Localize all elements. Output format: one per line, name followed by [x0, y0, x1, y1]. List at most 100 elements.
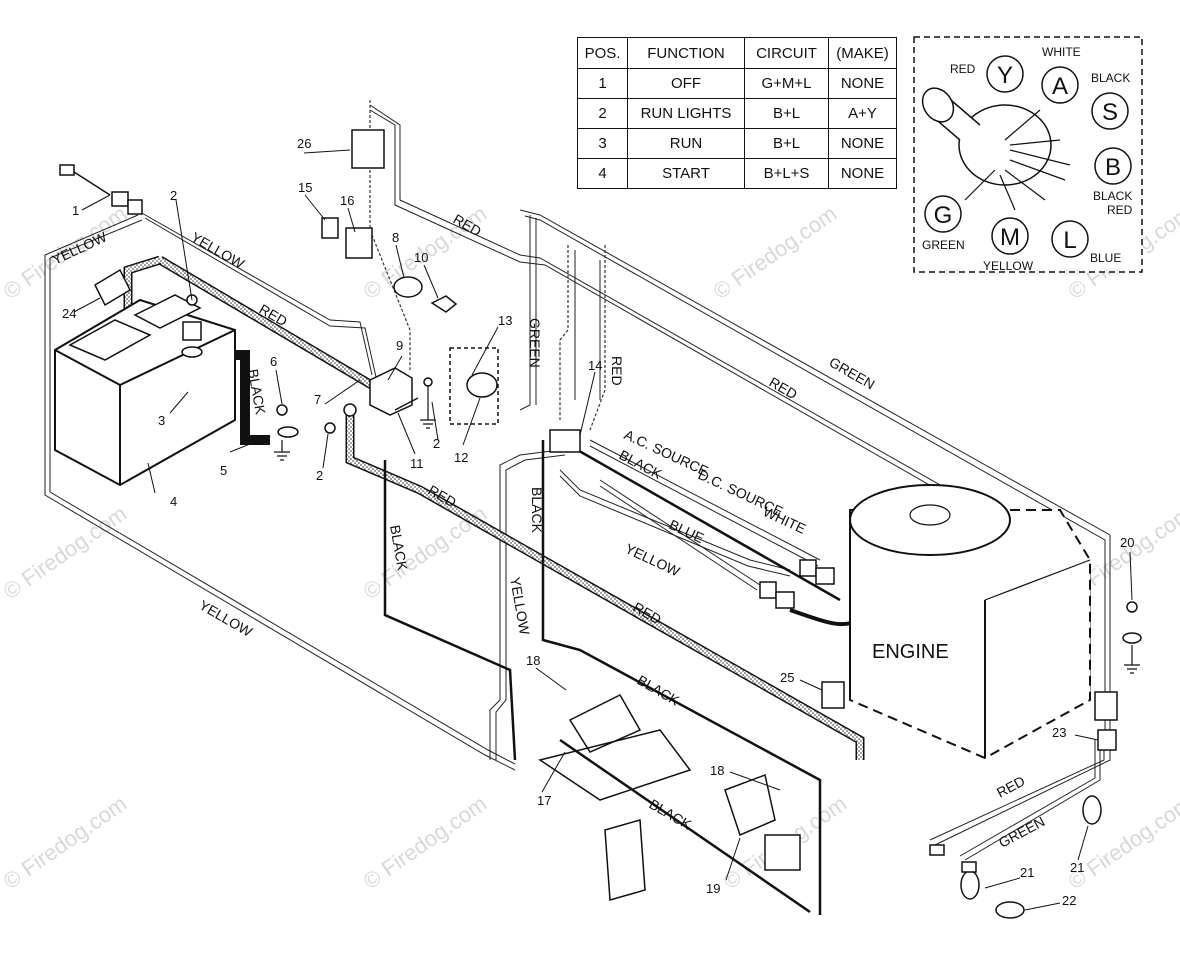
watermark: © Firedog.com: [709, 201, 842, 304]
table-cell: 3: [577, 128, 628, 159]
engine: ENGINE: [849, 484, 1091, 760]
ign-label-white: WHITE: [1042, 45, 1081, 59]
table-cell: 4: [577, 158, 628, 189]
terminal-G: G: [934, 202, 953, 229]
label-black: BLACK: [647, 796, 695, 833]
switch-19: [724, 773, 776, 837]
ign-label-green: GREEN: [922, 238, 965, 252]
table-row: 4 START B+L+S NONE: [577, 158, 897, 189]
bulb-22: [995, 901, 1025, 919]
label-red: RED: [767, 374, 801, 403]
label-red: RED: [609, 356, 625, 386]
callout-3: 3: [158, 413, 165, 428]
table-cell: 1: [577, 68, 628, 99]
callout-21b: 21: [1020, 865, 1034, 880]
callout-1: 1: [72, 203, 79, 218]
table-cell: RUN LIGHTS: [627, 98, 745, 129]
table-cell: START: [627, 158, 745, 189]
callout-8: 8: [392, 230, 399, 245]
watermark: © Firedog.com: [0, 791, 131, 894]
terminal-L: L: [1063, 227, 1076, 254]
connector-20: [1094, 691, 1118, 721]
table-row: 2 RUN LIGHTS B+L A+Y: [577, 98, 897, 129]
table-cell: NONE: [828, 68, 897, 99]
label-yellow: YELLOW: [507, 576, 533, 637]
terminal-Y: Y: [997, 62, 1013, 89]
battery-terminal-negative: [181, 346, 203, 358]
ign-label-red: RED: [950, 62, 976, 76]
callout-21: 21: [1070, 860, 1084, 875]
callout-2c: 2: [433, 436, 440, 451]
watermark: © Firedog.com: [359, 791, 492, 894]
label-black: BLACK: [635, 672, 683, 709]
callout-16: 16: [340, 193, 354, 208]
callout-2d: 2: [316, 468, 323, 483]
ign-label-blue: BLUE: [1090, 251, 1121, 265]
nut-10: [430, 295, 458, 313]
callout-9: 9: [396, 338, 403, 353]
ign-label-yellow: YELLOW: [983, 259, 1034, 273]
callout-12: 12: [454, 450, 468, 465]
callout-5: 5: [220, 463, 227, 478]
callout-10: 10: [414, 250, 428, 265]
label-black: BLACK: [245, 368, 269, 417]
watermark: © Firedog.com: [0, 501, 131, 604]
ign-label-black2: BLACK: [1093, 189, 1132, 203]
label-white: WHITE: [761, 503, 809, 537]
callout-14: 14: [588, 358, 602, 373]
ground-symbols: [274, 385, 1140, 674]
callout-2: 2: [170, 188, 177, 203]
ign-label-red2: RED: [1107, 203, 1133, 217]
connector-26: [351, 129, 385, 169]
table-cell: OFF: [627, 68, 745, 99]
parts: [59, 129, 1142, 919]
table-cell: 2: [577, 98, 628, 129]
callout-25: 25: [780, 670, 794, 685]
label-yellow: YELLOW: [197, 597, 256, 640]
connector-1b: [111, 191, 129, 207]
ignition-switch-12: [466, 372, 498, 398]
callout-24: 24: [62, 306, 76, 321]
ign-label-black: BLACK: [1091, 71, 1130, 85]
callout-numbers: 1 2 3 4 5 6 7 8 9 10 11 12 13 14 15 16 1…: [62, 136, 1134, 908]
label-black: BLACK: [387, 524, 411, 573]
callout-18b: 18: [710, 763, 724, 778]
callout-26: 26: [297, 136, 311, 151]
table-cell: B+L+S: [744, 158, 829, 189]
label-yellow: YELLOW: [189, 229, 248, 272]
terminal-B: B: [1105, 154, 1121, 181]
connector-1: [59, 164, 75, 176]
terminal-S: S: [1102, 99, 1118, 126]
table-row: 3 RUN B+L NONE: [577, 128, 897, 159]
label-yellow: YELLOW: [623, 540, 683, 579]
terminal-A: A: [1052, 73, 1068, 100]
yellow-wire-left: [44, 214, 516, 771]
ignition-detail: Y A S B G M L RED WHITE BLACK BLACK RED …: [913, 36, 1143, 273]
label-red: RED: [994, 773, 1028, 801]
engine-label: ENGINE: [872, 641, 949, 663]
table-cell: B+L: [744, 128, 829, 159]
diode-24: [94, 268, 131, 307]
table-row: 1 OFF G+M+L NONE: [577, 68, 897, 99]
table-cell: B+L: [744, 98, 829, 129]
terminal-M: M: [1000, 224, 1020, 251]
callout-20: 20: [1120, 535, 1134, 550]
connector-14: [549, 429, 581, 453]
fuse-holder-16: [345, 227, 373, 259]
callout-4: 4: [170, 494, 177, 509]
label-green: GREEN: [527, 318, 543, 368]
callout-23: 23: [1052, 725, 1066, 740]
battery-terminal-positive: [182, 321, 202, 341]
bulb-21: [1082, 795, 1102, 825]
label-green: GREEN: [996, 813, 1047, 851]
table-header: FUNCTION: [627, 37, 745, 69]
battery: [54, 294, 236, 487]
connector-25: [821, 681, 845, 709]
table-header: POS.: [577, 37, 628, 69]
fuse-15: [321, 217, 339, 239]
callout-7: 7: [314, 392, 321, 407]
callout-13: 13: [498, 313, 512, 328]
table-cell: NONE: [828, 128, 897, 159]
callout-15: 15: [298, 180, 312, 195]
